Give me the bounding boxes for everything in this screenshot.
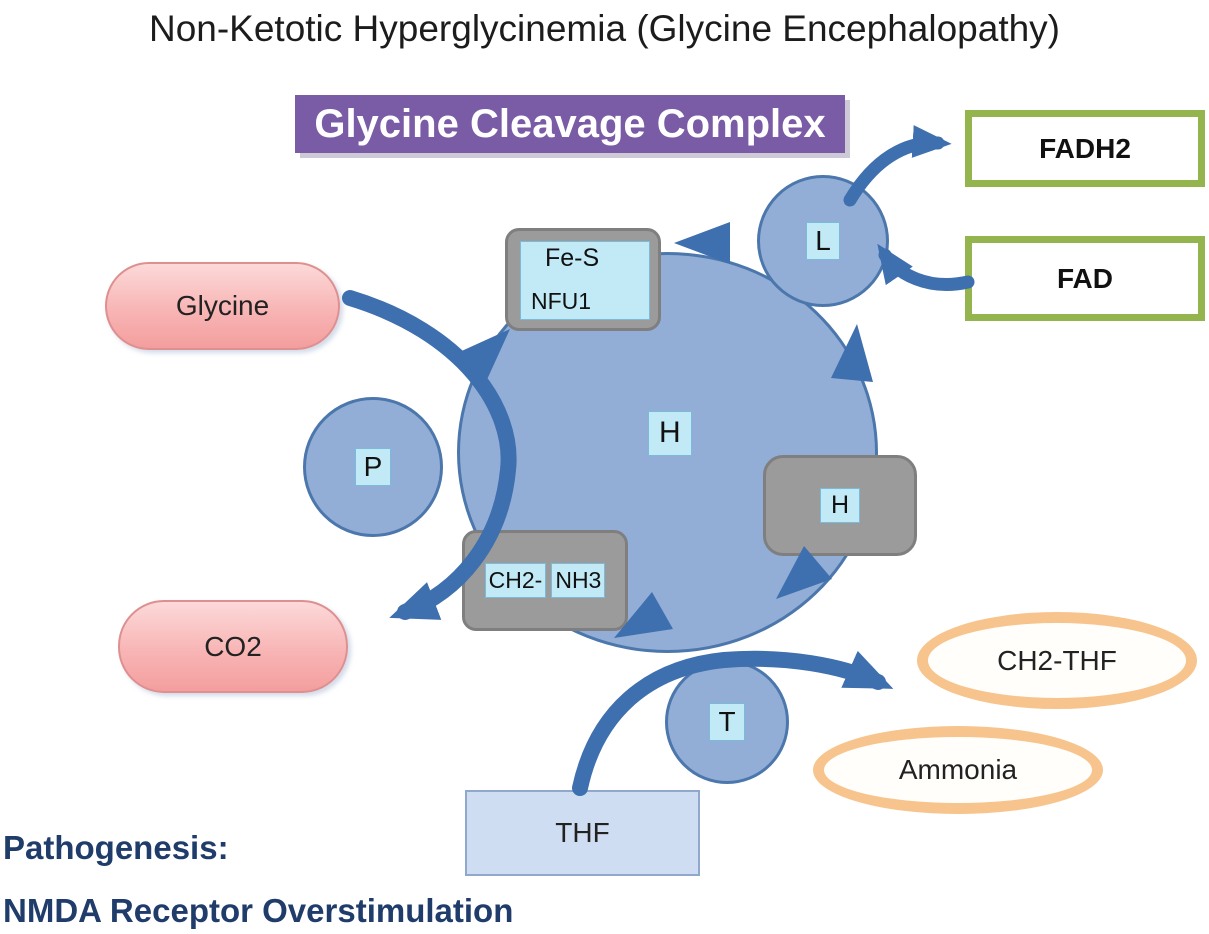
ch2-label: CH2- (484, 563, 547, 598)
co2-node: CO2 (118, 600, 348, 693)
glycine-cleavage-complex-banner: Glycine Cleavage Complex (295, 95, 845, 153)
nmda-overstimulation-text: NMDA Receptor Overstimulation (3, 891, 514, 929)
fadh2-node: FADH2 (965, 110, 1205, 187)
fes-nfu1-panel: Fe-S NFU1 (520, 241, 650, 320)
diagram-title: Non-Ketotic Hyperglycinemia (Glycine Enc… (148, 8, 1061, 49)
ammonia-node: Ammonia (813, 726, 1103, 814)
glycine-node: Glycine (105, 262, 340, 350)
pathogenesis-heading: Pathogenesis: (3, 829, 229, 866)
footer-text-block: Pathogenesis: NMDA Receptor Overstimulat… (3, 817, 513, 934)
p-protein-label: P (354, 447, 392, 487)
thf-node: THF (465, 790, 700, 876)
l-protein-circle: L (757, 175, 889, 307)
l-protein-label: L (806, 221, 840, 261)
thf-label: THF (555, 817, 610, 848)
ch2-thf-label: CH2-THF (997, 644, 1117, 676)
h-protein-label: H (648, 411, 692, 456)
nfu1-label: NFU1 (531, 288, 592, 314)
ch2-nh3-box: CH2- NH3 (462, 530, 628, 631)
h-side-box: H (763, 455, 917, 556)
fes-nfu1-box: Fe-S NFU1 (505, 228, 661, 331)
arrow-fad-to-l (877, 243, 975, 291)
h-side-label: H (819, 488, 861, 523)
fadh2-label: FADH2 (1039, 132, 1131, 164)
t-protein-circle: T (665, 660, 789, 784)
p-protein-circle: P (303, 397, 443, 537)
fad-label: FAD (1057, 262, 1113, 294)
ch2-thf-node: CH2-THF (917, 612, 1197, 709)
co2-label: CO2 (204, 630, 262, 662)
nh3-label: NH3 (551, 563, 606, 598)
glycine-label: Glycine (175, 290, 270, 321)
t-protein-label: T (709, 702, 745, 742)
fad-node: FAD (965, 236, 1205, 321)
ammonia-label: Ammonia (898, 754, 1018, 785)
fes-label: Fe-S (545, 244, 600, 272)
